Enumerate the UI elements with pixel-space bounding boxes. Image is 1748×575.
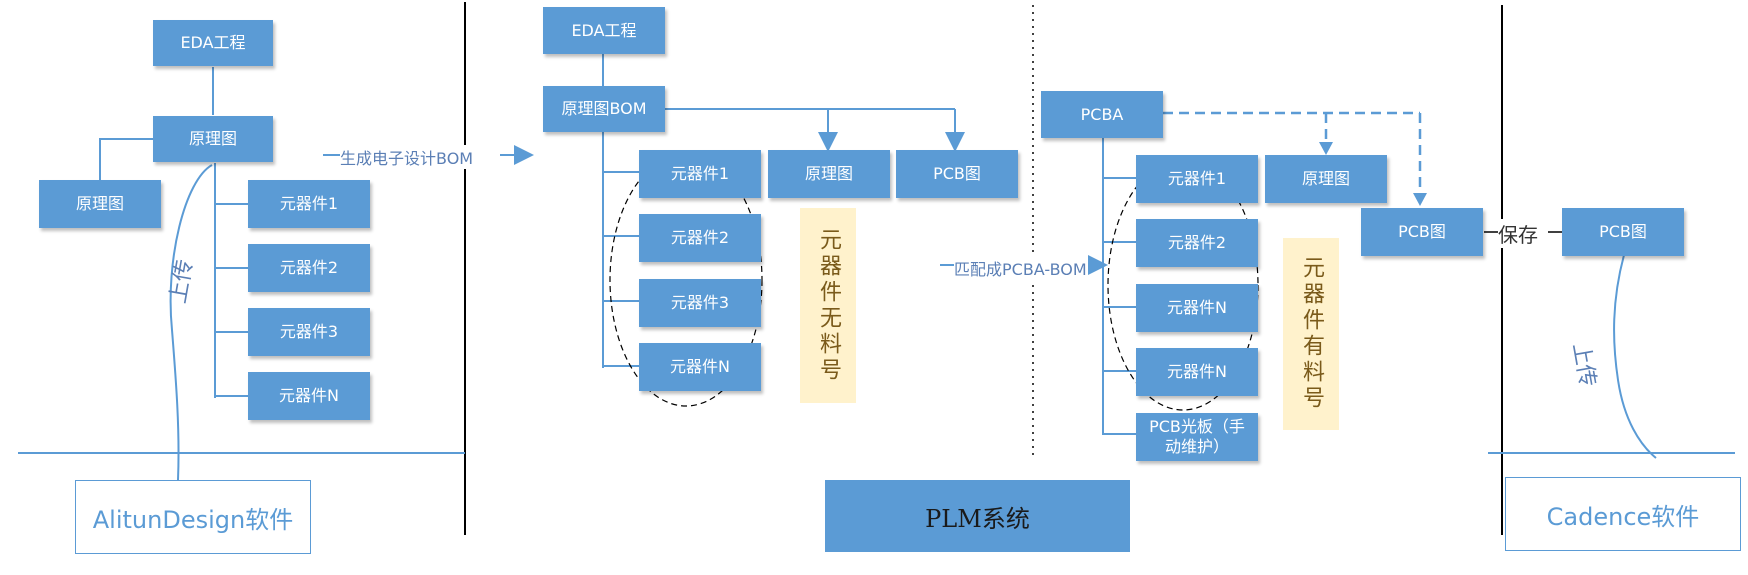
right-component-box: 元器件N	[1136, 348, 1258, 396]
left-component-box: 元器件2	[248, 244, 370, 292]
left-component-box: 元器件3	[248, 308, 370, 356]
no-part-number-note: 元器件无料号	[800, 208, 856, 403]
save-label: 保存	[1498, 219, 1538, 248]
right-schematic-box: 原理图	[1265, 155, 1387, 203]
right-pcb-box: PCB图	[1361, 208, 1483, 256]
right-component-box: 元器件2	[1136, 219, 1258, 267]
right-component-box: 元器件N	[1136, 284, 1258, 332]
schematic-bom-box: 原理图BOM	[543, 86, 665, 132]
right-component-box: 元器件1	[1136, 155, 1258, 203]
middle-pcb-box: PCB图	[896, 150, 1018, 198]
left-schematic-sub-box: 原理图	[39, 180, 161, 228]
middle-component-box: 元器件3	[639, 279, 761, 327]
middle-eda-project-box: EDA工程	[543, 7, 665, 54]
left-component-box: 元器件1	[248, 180, 370, 228]
cadence-software-box: Cadence软件	[1505, 477, 1741, 551]
with-part-number-note: 元器件有料号	[1283, 238, 1339, 430]
match-pcba-bom-arrow-label: 匹配成PCBA-BOM	[954, 256, 1087, 280]
middle-component-box: 元器件1	[639, 150, 761, 198]
left-schematic-box: 原理图	[153, 116, 273, 162]
left-eda-project-box: EDA工程	[153, 20, 273, 66]
pcba-box: PCBA	[1041, 91, 1163, 138]
left-component-box: 元器件N	[248, 372, 370, 420]
pcb-bare-board-box: PCB光板（手动维护）	[1136, 413, 1258, 461]
plm-system-box: PLM系统	[825, 480, 1130, 552]
middle-component-box: 元器件2	[639, 214, 761, 262]
middle-component-box: 元器件N	[639, 343, 761, 391]
cadence-pcb-box: PCB图	[1562, 208, 1684, 256]
generate-bom-arrow-label: 生成电子设计BOM	[340, 145, 474, 169]
alitundesign-software-box: AlitunDesign软件	[75, 480, 311, 554]
middle-schematic-box: 原理图	[768, 150, 890, 198]
